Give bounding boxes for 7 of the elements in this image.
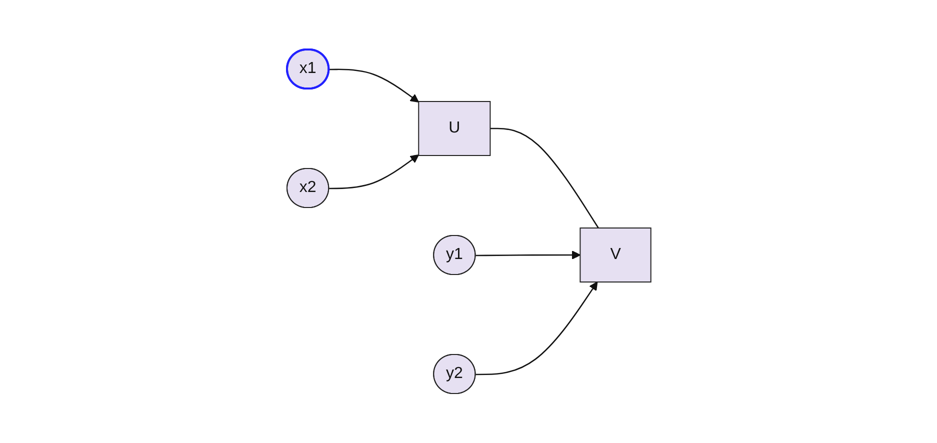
connector [490,128,598,228]
arrow [328,154,419,190]
arrow [475,250,580,260]
arrow [328,68,419,103]
node-box: V [579,228,651,282]
arrow [475,282,598,376]
node-box: U [418,101,490,156]
